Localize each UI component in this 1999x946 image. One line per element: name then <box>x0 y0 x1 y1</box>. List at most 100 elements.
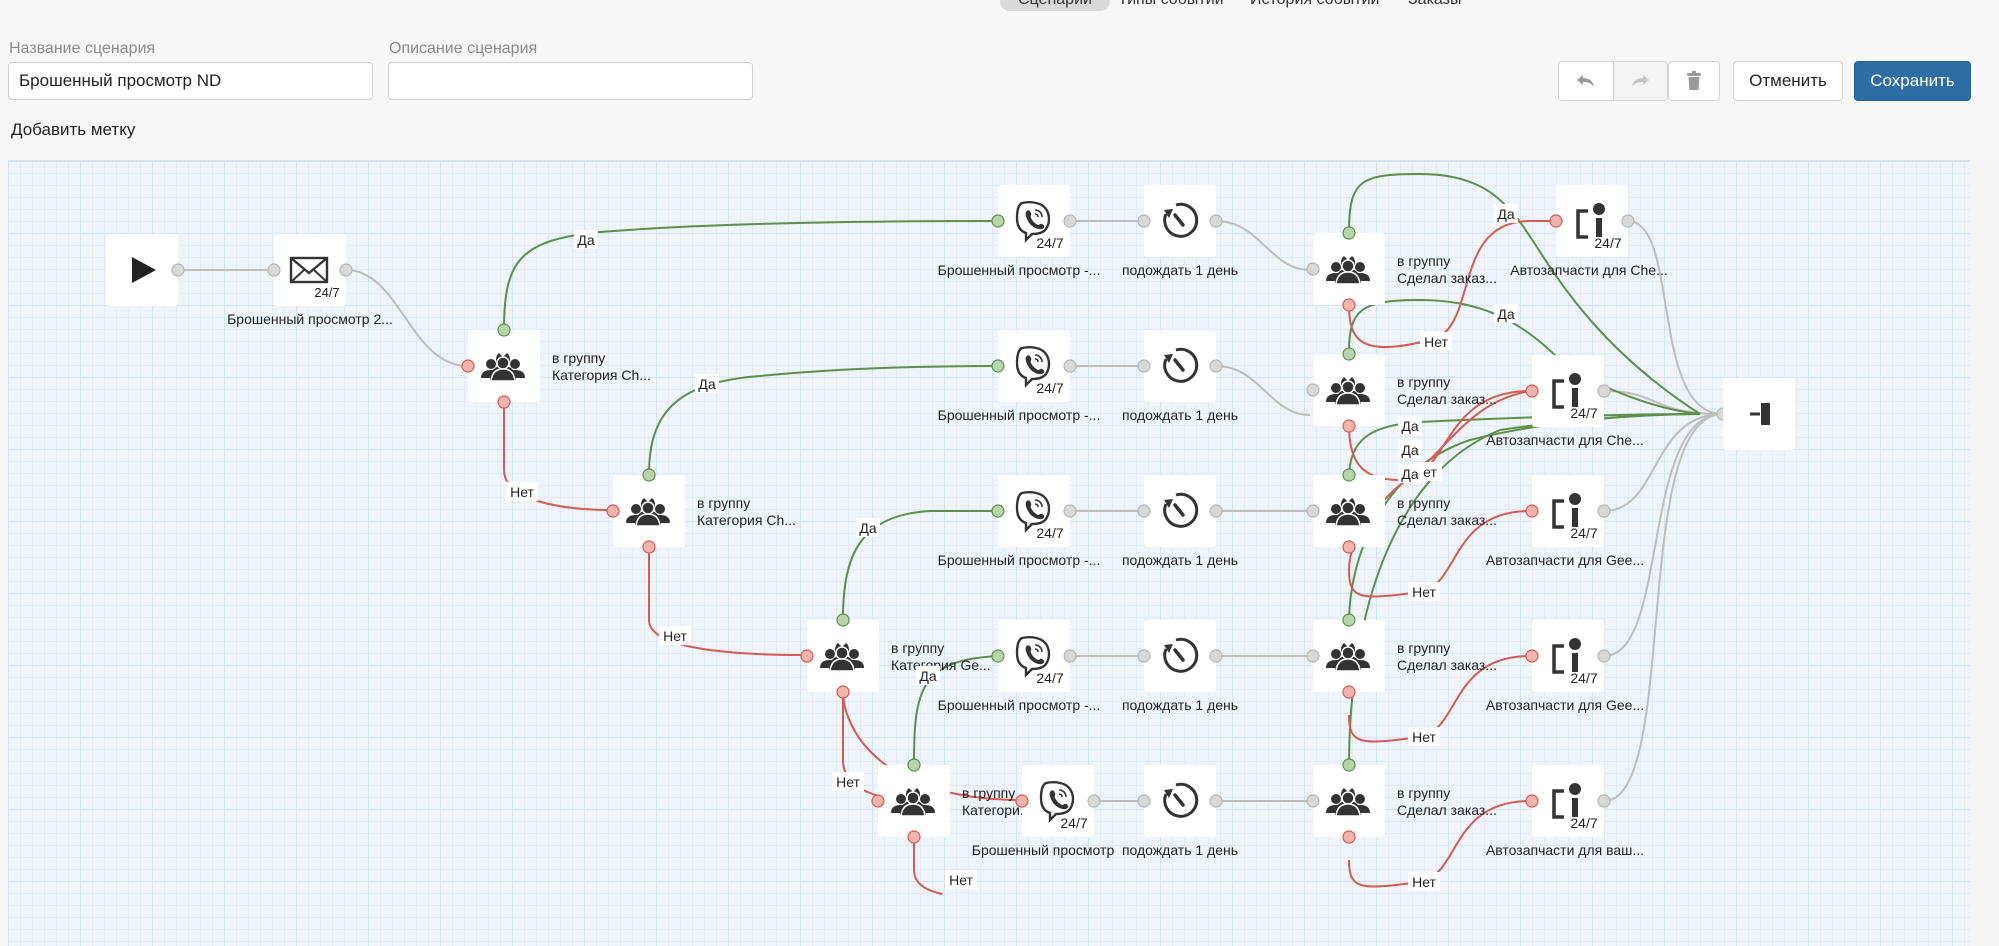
order-check-no-port-4[interactable] <box>1342 685 1356 699</box>
delete-button[interactable] <box>1668 61 1720 101</box>
action-out-port-1[interactable] <box>1621 214 1635 228</box>
redo-button[interactable] <box>1612 62 1667 100</box>
scenario-description-input[interactable] <box>388 62 753 100</box>
wait-node-5[interactable] <box>1144 765 1216 837</box>
category-group-no-port-3[interactable] <box>836 685 850 699</box>
order-check-in-port-1[interactable] <box>1306 262 1320 276</box>
wait-node-1[interactable] <box>1144 185 1216 257</box>
order-check-no-port-5[interactable] <box>1342 830 1356 844</box>
category-group-yes-port-2[interactable] <box>642 468 656 482</box>
category-group-yes-port-1[interactable] <box>497 323 511 337</box>
wait-in-port-3[interactable] <box>1137 504 1151 518</box>
order-check-in-port-3[interactable] <box>1306 504 1320 518</box>
wait-out-port-2[interactable] <box>1209 359 1223 373</box>
viber-in-port-2[interactable] <box>991 359 1005 373</box>
order-check-in-port-5[interactable] <box>1306 794 1320 808</box>
wait-node-4[interactable] <box>1144 620 1216 692</box>
action-in-port-1[interactable] <box>1549 214 1563 228</box>
viber-out-port-4[interactable] <box>1063 649 1077 663</box>
action-out-port-3[interactable] <box>1597 504 1611 518</box>
action-node-5-badge: 24/7 <box>1570 815 1597 831</box>
category-group-in-port-1[interactable] <box>461 359 475 373</box>
viber-in-port-4[interactable] <box>991 649 1005 663</box>
wait-in-port-4[interactable] <box>1137 649 1151 663</box>
order-check-node-5[interactable] <box>1313 765 1385 837</box>
cancel-button[interactable]: Отменить <box>1733 61 1843 101</box>
action-in-port-2[interactable] <box>1525 384 1539 398</box>
end-node[interactable] <box>1723 378 1795 450</box>
action-node-3[interactable]: 24/7 <box>1532 475 1604 547</box>
viber-out-port-2[interactable] <box>1063 359 1077 373</box>
action-node-4[interactable]: 24/7 <box>1532 620 1604 692</box>
viber-node-2[interactable]: 24/7 <box>998 330 1070 402</box>
order-check-in-port-4[interactable] <box>1306 649 1320 663</box>
action-node-2[interactable]: 24/7 <box>1532 355 1604 427</box>
nav-tab-orders[interactable]: Заказы <box>1408 0 1461 9</box>
start-node[interactable] <box>106 234 178 306</box>
category-group-no-port-4[interactable] <box>907 830 921 844</box>
order-check-yes-port-3[interactable] <box>1342 468 1356 482</box>
action-node-1[interactable]: 24/7 <box>1556 185 1628 257</box>
wait-in-port-5[interactable] <box>1137 794 1151 808</box>
action-in-port-5[interactable] <box>1525 794 1539 808</box>
category-group-node-1[interactable] <box>468 330 540 402</box>
wait-out-port-1[interactable] <box>1209 214 1223 228</box>
viber-node-5[interactable]: 24/7 <box>1022 765 1094 837</box>
viber-in-port-1[interactable] <box>991 214 1005 228</box>
order-check-node-4[interactable] <box>1313 620 1385 692</box>
category-group-node-2[interactable] <box>613 475 685 547</box>
wait-in-port-1[interactable] <box>1137 214 1151 228</box>
category-group-yes-port-4[interactable] <box>907 758 921 772</box>
order-check-yes-port-2[interactable] <box>1342 347 1356 361</box>
category-group-in-port-2[interactable] <box>606 504 620 518</box>
nav-tab-scenarios[interactable]: Сценарии <box>1000 0 1110 11</box>
action-node-5[interactable]: 24/7 <box>1532 765 1604 837</box>
order-check-in-port-2[interactable] <box>1306 383 1320 397</box>
viber-out-port-3[interactable] <box>1063 504 1077 518</box>
action-out-port-5[interactable] <box>1597 794 1611 808</box>
wait-in-port-2[interactable] <box>1137 359 1151 373</box>
viber-out-port-5[interactable] <box>1087 794 1101 808</box>
viber-node-3[interactable]: 24/7 <box>998 475 1070 547</box>
category-group-no-port-2[interactable] <box>642 540 656 554</box>
order-check-no-port-2[interactable] <box>1342 419 1356 433</box>
order-check-node-1[interactable] <box>1313 233 1385 305</box>
viber-node-4[interactable]: 24/7 <box>998 620 1070 692</box>
nav-tab-event-types[interactable]: Типы событий <box>1118 0 1224 9</box>
order-check-yes-port-1[interactable] <box>1342 226 1356 240</box>
category-group-node-4[interactable] <box>878 765 950 837</box>
start-out-port[interactable] <box>171 263 185 277</box>
order-check-node-3[interactable] <box>1313 475 1385 547</box>
email-node[interactable]: 24/7 <box>274 234 346 306</box>
add-tag-link[interactable]: Добавить метку <box>11 120 136 139</box>
order-check-no-port-3[interactable] <box>1342 540 1356 554</box>
order-check-node-2[interactable] <box>1313 354 1385 426</box>
category-group-in-port-4[interactable] <box>871 794 885 808</box>
wait-node-3[interactable] <box>1144 475 1216 547</box>
viber-node-1[interactable]: 24/7 <box>998 185 1070 257</box>
wait-out-port-5[interactable] <box>1209 794 1223 808</box>
order-check-yes-port-4[interactable] <box>1342 613 1356 627</box>
undo-button[interactable] <box>1559 62 1613 100</box>
wait-node-2[interactable] <box>1144 330 1216 402</box>
save-button[interactable]: Сохранить <box>1854 61 1971 101</box>
category-group-no-port-1[interactable] <box>497 395 511 409</box>
scenario-name-input[interactable] <box>8 62 373 100</box>
action-out-port-4[interactable] <box>1597 649 1611 663</box>
action-in-port-3[interactable] <box>1525 504 1539 518</box>
category-group-yes-port-3[interactable] <box>836 613 850 627</box>
action-in-port-4[interactable] <box>1525 649 1539 663</box>
viber-out-port-1[interactable] <box>1063 214 1077 228</box>
viber-in-port-3[interactable] <box>991 504 1005 518</box>
action-out-port-2[interactable] <box>1597 384 1611 398</box>
wait-out-port-3[interactable] <box>1209 504 1223 518</box>
viber-in-port-5[interactable] <box>1015 794 1029 808</box>
order-check-yes-port-5[interactable] <box>1342 758 1356 772</box>
category-group-in-port-3[interactable] <box>800 649 814 663</box>
wait-out-port-4[interactable] <box>1209 649 1223 663</box>
nav-tab-event-history[interactable]: История событий <box>1250 0 1379 9</box>
order-check-no-port-1[interactable] <box>1342 298 1356 312</box>
email-in-port[interactable] <box>267 263 281 277</box>
email-out-port[interactable] <box>339 263 353 277</box>
category-group-node-3[interactable] <box>807 620 879 692</box>
